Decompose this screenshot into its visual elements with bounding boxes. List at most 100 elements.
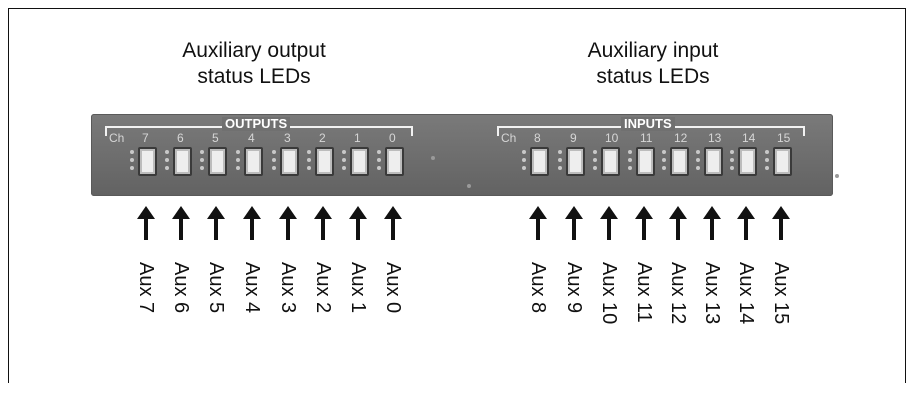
input-up-arrow-icon — [564, 206, 584, 240]
output-led-indicator-dot — [272, 166, 276, 170]
input-aux-label: Aux 11 — [633, 262, 655, 402]
input-up-arrow-icon — [736, 206, 756, 240]
output-channel-number: 4 — [248, 132, 255, 145]
output-led-indicator-dot — [165, 158, 169, 162]
input-up-arrow-icon — [771, 206, 791, 240]
output-led-indicator-dot — [377, 166, 381, 170]
output-status-led — [173, 147, 192, 176]
output-led-indicator-dot — [342, 158, 346, 162]
input-aux-label-text: Aux 15 — [770, 262, 792, 324]
output-led-indicator-dot — [130, 150, 134, 154]
output-channel-number: 3 — [284, 132, 291, 145]
output-channel-number: 5 — [212, 132, 219, 145]
output-up-arrow-icon — [313, 206, 333, 240]
output-led-indicator-dot — [165, 166, 169, 170]
input-channel-number: 13 — [708, 132, 721, 145]
output-led-indicator-dot — [342, 166, 346, 170]
output-status-led — [208, 147, 227, 176]
outputs-caption: Auxiliary output status LEDs — [156, 38, 352, 90]
output-status-led — [385, 147, 404, 176]
input-led-indicator-dot — [558, 150, 562, 154]
input-aux-label-text: Aux 9 — [563, 262, 585, 313]
input-led-indicator-dot — [662, 150, 666, 154]
output-channel-number: 6 — [177, 132, 184, 145]
output-led-indicator-dot — [377, 150, 381, 154]
output-aux-label-text: Aux 5 — [205, 262, 227, 313]
output-channel-number: 7 — [142, 132, 149, 145]
output-status-led — [244, 147, 263, 176]
output-led-indicator-dot — [307, 150, 311, 154]
input-aux-label-text: Aux 13 — [701, 262, 723, 324]
input-status-led — [601, 147, 620, 176]
input-status-led — [773, 147, 792, 176]
output-up-arrow-icon — [206, 206, 226, 240]
output-led-indicator-dot — [307, 166, 311, 170]
input-aux-label: Aux 8 — [527, 262, 549, 402]
input-channel-number: 8 — [534, 132, 541, 145]
input-led-indicator-dot — [522, 158, 526, 162]
output-aux-label-text: Aux 7 — [135, 262, 157, 313]
input-led-indicator-dot — [628, 166, 632, 170]
input-status-led — [566, 147, 585, 176]
input-aux-label-text: Aux 11 — [633, 262, 655, 323]
output-aux-label: Aux 2 — [312, 262, 334, 402]
output-channel-number: 1 — [354, 132, 361, 145]
output-led-indicator-dot — [272, 150, 276, 154]
inputs-ch-label: Ch — [501, 132, 516, 145]
input-aux-label: Aux 9 — [563, 262, 585, 402]
input-up-arrow-icon — [668, 206, 688, 240]
output-aux-label: Aux 3 — [277, 262, 299, 402]
input-led-indicator-dot — [765, 158, 769, 162]
input-aux-label: Aux 13 — [701, 262, 723, 402]
input-led-indicator-dot — [662, 166, 666, 170]
input-channel-number: 10 — [605, 132, 618, 145]
output-up-arrow-icon — [348, 206, 368, 240]
output-led-indicator-dot — [200, 166, 204, 170]
outputs-ch-label: Ch — [109, 132, 124, 145]
output-up-arrow-icon — [278, 206, 298, 240]
output-led-indicator-dot — [130, 166, 134, 170]
output-channel-number: 0 — [389, 132, 396, 145]
output-aux-label-text: Aux 6 — [170, 262, 192, 313]
input-led-indicator-dot — [696, 150, 700, 154]
output-status-led — [315, 147, 334, 176]
output-led-indicator-dot — [200, 158, 204, 162]
panel-screw-hole — [467, 184, 471, 188]
output-aux-label-text: Aux 4 — [241, 262, 263, 313]
output-channel-number: 2 — [319, 132, 326, 145]
input-led-indicator-dot — [558, 166, 562, 170]
input-aux-label-text: Aux 8 — [527, 262, 549, 313]
output-led-indicator-dot — [236, 158, 240, 162]
input-aux-label: Aux 12 — [667, 262, 689, 402]
panel-screw-hole — [431, 156, 435, 160]
panel-screw-hole — [835, 174, 839, 178]
input-led-indicator-dot — [730, 158, 734, 162]
output-led-indicator-dot — [236, 150, 240, 154]
input-led-indicator-dot — [558, 158, 562, 162]
output-led-indicator-dot — [342, 150, 346, 154]
input-channel-number: 15 — [777, 132, 790, 145]
input-led-indicator-dot — [696, 158, 700, 162]
input-channel-number: 9 — [570, 132, 577, 145]
input-up-arrow-icon — [702, 206, 722, 240]
input-aux-label-text: Aux 14 — [735, 262, 757, 324]
input-led-indicator-dot — [765, 150, 769, 154]
output-aux-label: Aux 1 — [347, 262, 369, 402]
output-aux-label: Aux 7 — [135, 262, 157, 402]
output-aux-label: Aux 4 — [241, 262, 263, 402]
input-led-indicator-dot — [765, 166, 769, 170]
input-status-led — [530, 147, 549, 176]
output-status-led — [280, 147, 299, 176]
input-aux-label: Aux 14 — [735, 262, 757, 402]
output-led-indicator-dot — [236, 166, 240, 170]
input-led-indicator-dot — [522, 150, 526, 154]
input-led-indicator-dot — [696, 166, 700, 170]
output-status-led — [138, 147, 157, 176]
output-status-led — [350, 147, 369, 176]
input-aux-label: Aux 10 — [598, 262, 620, 402]
input-led-indicator-dot — [593, 166, 597, 170]
input-led-indicator-dot — [730, 166, 734, 170]
output-led-indicator-dot — [377, 158, 381, 162]
output-aux-label-text: Aux 0 — [382, 262, 404, 313]
